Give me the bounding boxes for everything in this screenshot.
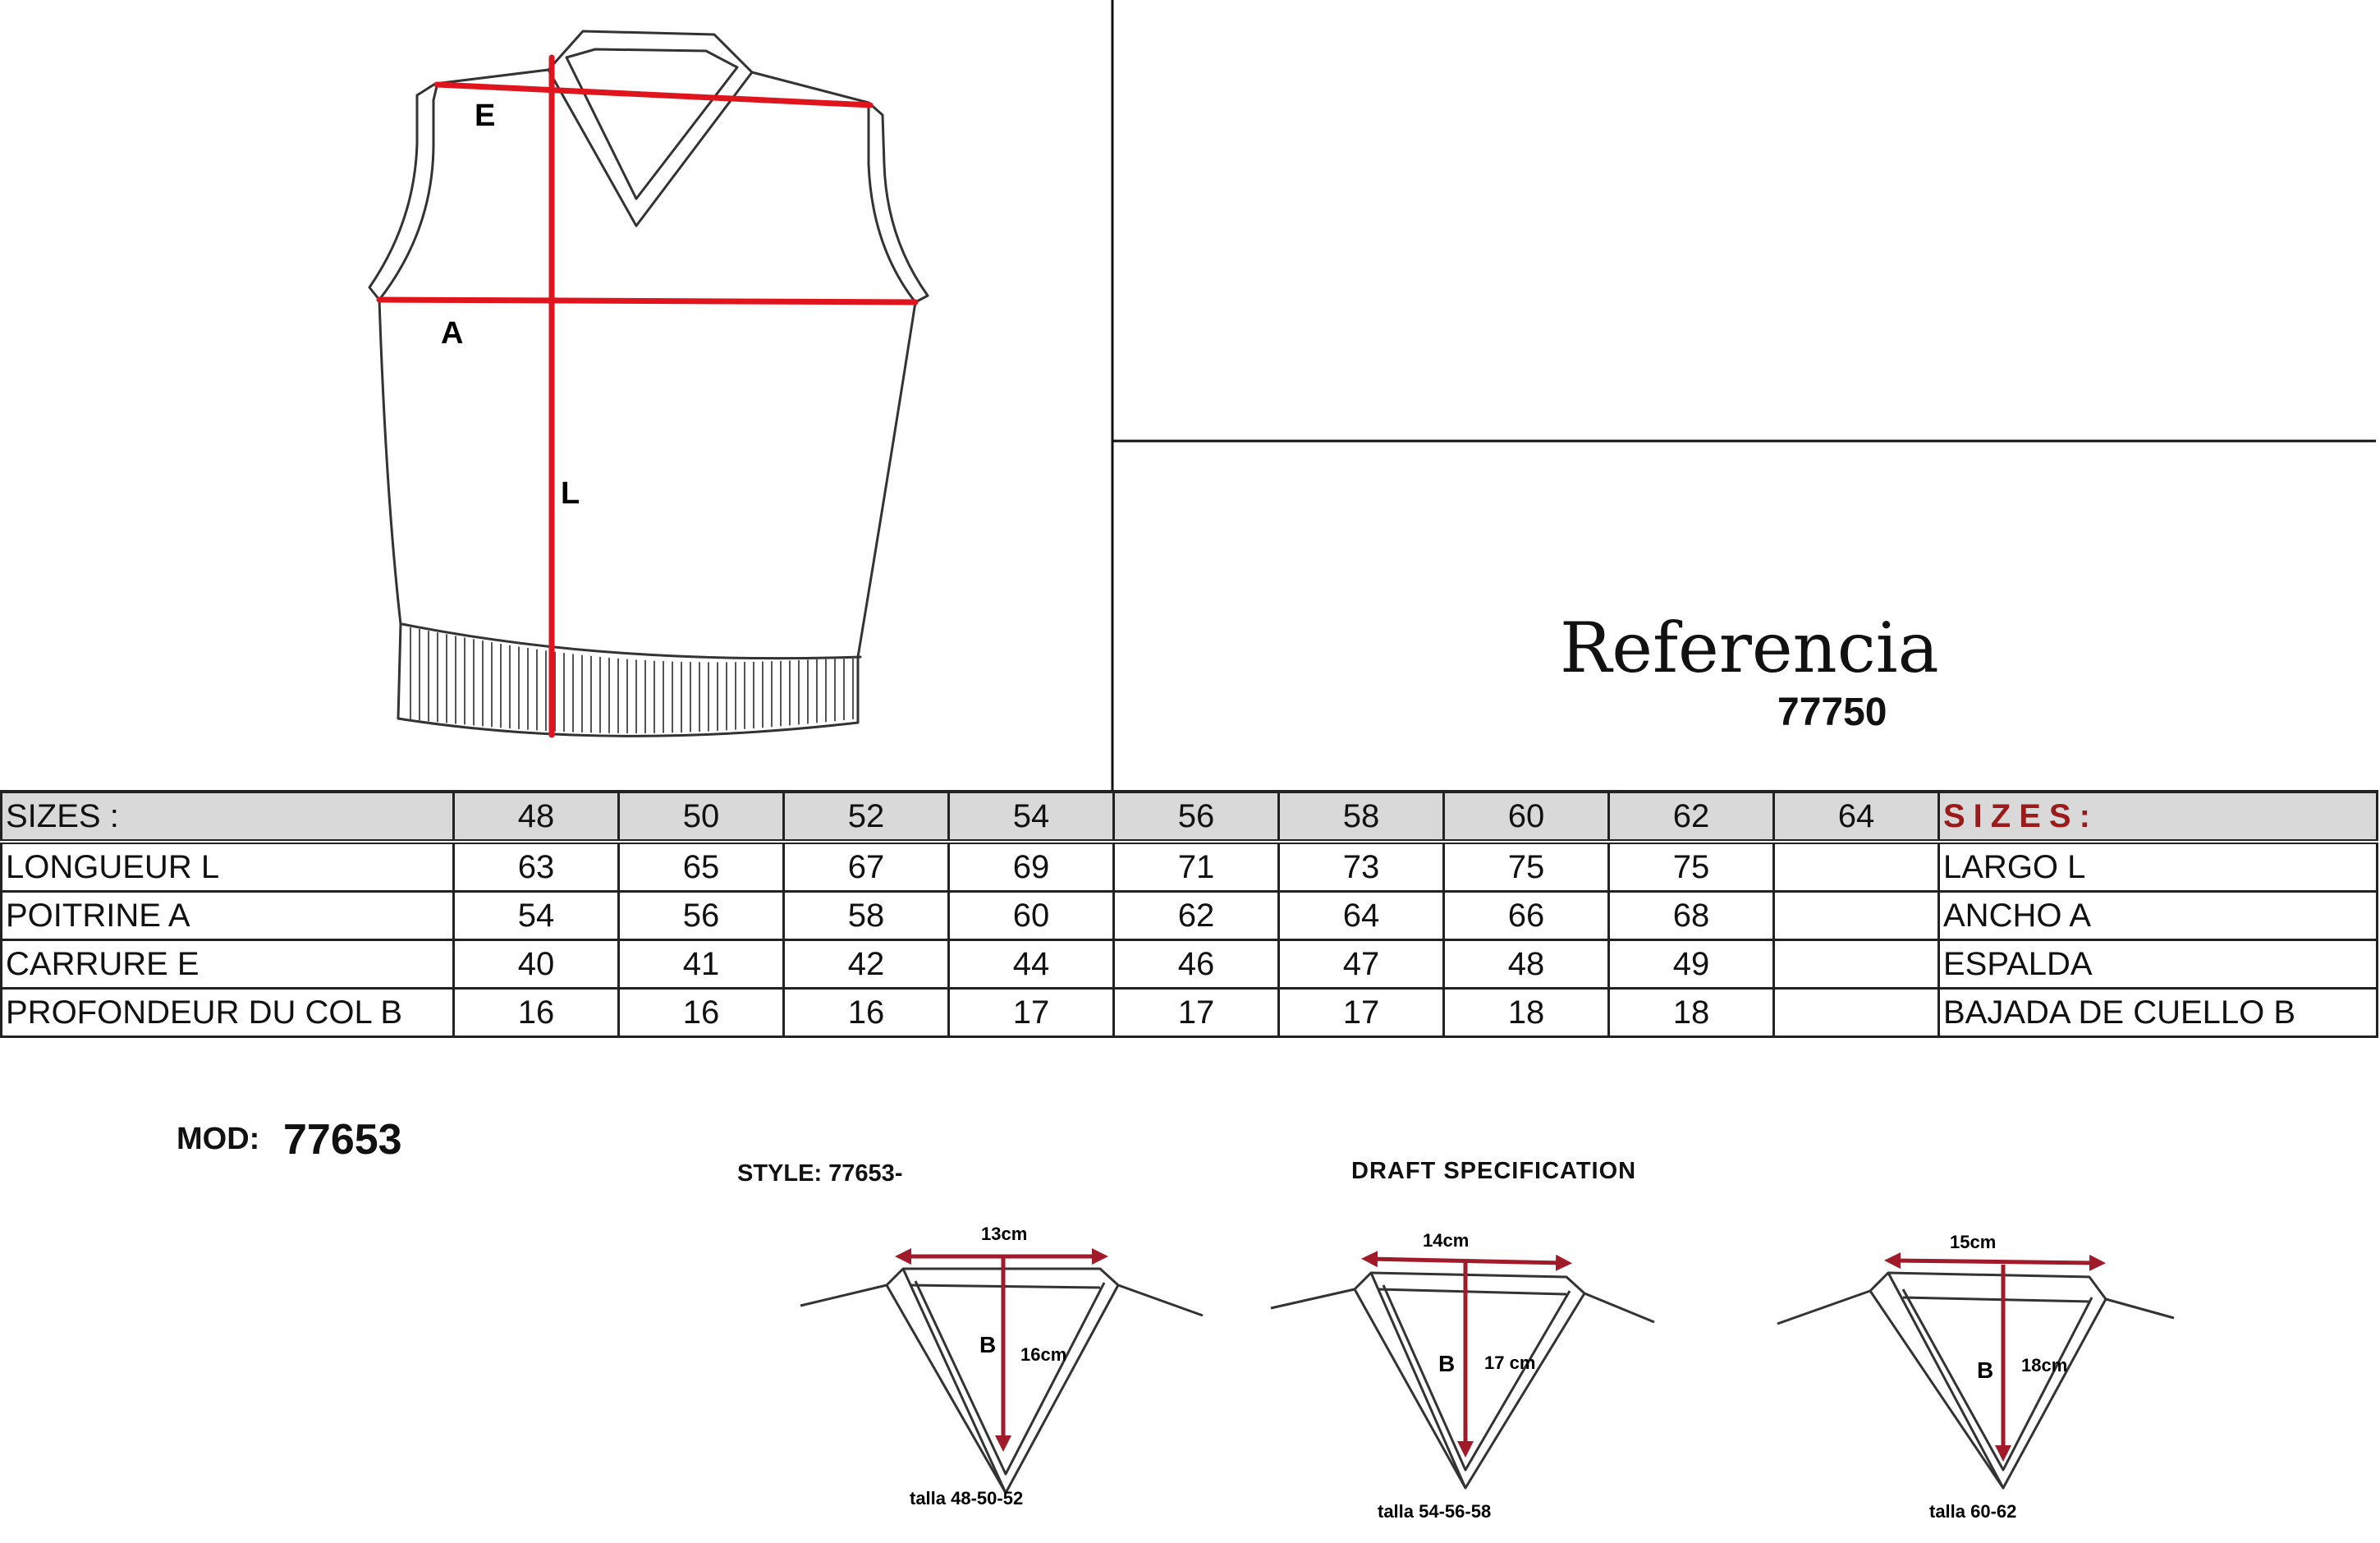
row-label-fr: LONGUEUR L [0, 840, 455, 893]
value-cell: 56 [617, 890, 785, 941]
style-label: STYLE: 77653- [737, 1160, 903, 1187]
value-cell [1772, 939, 1940, 990]
value-cell: 17 [1112, 987, 1280, 1038]
value-cell: 63 [452, 840, 620, 893]
size-cell: 62 [1607, 790, 1775, 844]
size-cell: 64 [1772, 790, 1940, 844]
value-cell: 75 [1442, 840, 1610, 893]
value-cell: 44 [947, 939, 1115, 990]
size-cell: 60 [1442, 790, 1610, 844]
value-cell: 75 [1607, 840, 1775, 893]
value-cell: 68 [1607, 890, 1775, 941]
value-cell: 54 [452, 890, 620, 941]
value-cell [1772, 987, 1940, 1038]
value-cell: 18 [1442, 987, 1610, 1038]
row-label-es: ANCHO A [1937, 890, 2378, 941]
table-row: PROFONDEUR DU COL B 16 16 16 17 17 17 18… [0, 987, 2378, 1038]
value-cell: 64 [1277, 890, 1445, 941]
value-cell: 40 [452, 939, 620, 990]
sizes-header-row: SIZES : 48 50 52 54 56 58 60 62 64 SIZES… [0, 790, 2378, 844]
value-cell [1772, 890, 1940, 941]
vest-sketch: E A L [368, 30, 929, 738]
value-cell: 71 [1112, 840, 1280, 893]
value-cell: 16 [452, 987, 620, 1038]
table-row: CARRURE E 40 41 42 44 46 47 48 49 ESPALD… [0, 939, 2378, 990]
neck-b-label: B [1438, 1351, 1455, 1376]
value-cell: 66 [1442, 890, 1610, 941]
size-cell: 54 [947, 790, 1115, 844]
size-cell: 48 [452, 790, 620, 844]
size-cell: 50 [617, 790, 785, 844]
vest-label-e: E [475, 99, 495, 133]
size-cell: 52 [782, 790, 950, 844]
header-right-label: SIZES: [1937, 790, 2378, 844]
draft-specification-title: DRAFT SPECIFICATION [1351, 1158, 1637, 1184]
row-label-es: ESPALDA [1937, 939, 2378, 990]
size-cell: 58 [1277, 790, 1445, 844]
neck-b-label: B [979, 1332, 996, 1357]
reference-title: Referencia [1560, 608, 1939, 688]
neck-width-label: 14cm [1423, 1230, 1469, 1251]
neck-b-label: B [1977, 1357, 1993, 1383]
table-row: LONGUEUR L 63 65 67 69 71 73 75 75 LARGO… [0, 840, 2378, 893]
value-cell: 58 [782, 890, 950, 941]
value-cell [1772, 840, 1940, 893]
value-cell: 16 [782, 987, 950, 1038]
value-cell: 49 [1607, 939, 1775, 990]
value-cell: 16 [617, 987, 785, 1038]
value-cell: 47 [1277, 939, 1445, 990]
value-cell: 46 [1112, 939, 1280, 990]
neck-depth-label: 18cm [2021, 1355, 2067, 1375]
neckline-draft-2: 14cm B 17 cm talla 54-56-58 [1270, 1230, 1655, 1522]
row-label-fr: CARRURE E [0, 939, 455, 990]
value-cell: 17 [1277, 987, 1445, 1038]
model-number: 77653 [283, 1116, 402, 1164]
value-cell: 62 [1112, 890, 1280, 941]
neckline-draft-3: 15cm B 18cm talla 60-62 [1777, 1232, 2175, 1522]
row-label-fr: PROFONDEUR DU COL B [0, 987, 455, 1038]
value-cell: 65 [617, 840, 785, 893]
value-cell: 17 [947, 987, 1115, 1038]
table-row: POITRINE A 54 56 58 60 62 64 66 68 ANCHO… [0, 890, 2378, 941]
neck-width-label: 15cm [1950, 1232, 1996, 1252]
value-cell: 48 [1442, 939, 1610, 990]
neck-width-label: 13cm [981, 1224, 1027, 1244]
vest-label-a: A [441, 316, 463, 351]
value-cell: 69 [947, 840, 1115, 893]
value-cell: 67 [782, 840, 950, 893]
neck-size-label: talla 60-62 [1929, 1501, 2016, 1522]
reference-number: 77750 [1777, 691, 1887, 734]
size-cell: 56 [1112, 790, 1280, 844]
value-cell: 18 [1607, 987, 1775, 1038]
sizes-table: SIZES : 48 50 52 54 56 58 60 62 64 SIZES… [0, 790, 2378, 1038]
neck-size-label: talla 54-56-58 [1378, 1501, 1491, 1522]
row-label-es: LARGO L [1937, 840, 2378, 893]
neck-size-label: talla 48-50-52 [910, 1488, 1023, 1509]
value-cell: 73 [1277, 840, 1445, 893]
header-left-label: SIZES : [0, 790, 455, 844]
value-cell: 41 [617, 939, 785, 990]
row-label-es: BAJADA DE CUELLO B [1937, 987, 2378, 1038]
neckline-draft-1: 13cm B 16cm talla 48-50-52 [800, 1224, 1204, 1509]
value-cell: 60 [947, 890, 1115, 941]
vest-label-l: L [561, 476, 580, 511]
neck-depth-label: 17 cm [1484, 1352, 1535, 1373]
row-label-fr: POITRINE A [0, 890, 455, 941]
neck-depth-label: 16cm [1020, 1344, 1066, 1365]
value-cell: 42 [782, 939, 950, 990]
model-label: MOD: [177, 1122, 260, 1156]
